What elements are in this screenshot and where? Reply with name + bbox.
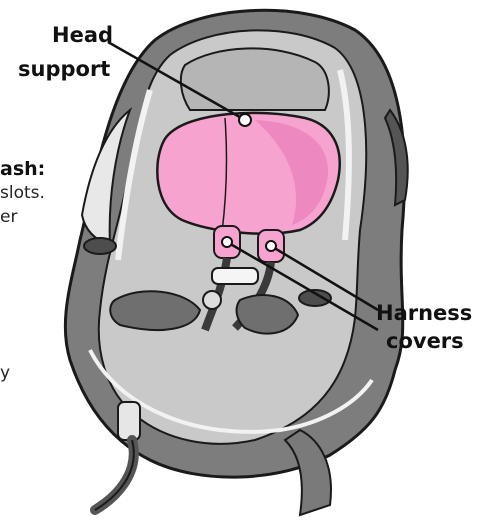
leader-dot-harness-right xyxy=(266,241,276,251)
headrest-top xyxy=(181,48,329,110)
chest-clip xyxy=(212,268,258,284)
fragment-slots: slots. xyxy=(0,182,45,204)
fragment-wash-heading: ash: xyxy=(0,158,45,180)
belt-loop xyxy=(118,402,140,440)
label-covers: covers xyxy=(386,328,464,354)
fragment-er: er xyxy=(0,206,17,228)
label-harness: Harness xyxy=(376,300,472,326)
buckle xyxy=(203,291,221,309)
fragment-y: y xyxy=(0,362,10,384)
leader-dot-harness-left xyxy=(222,237,232,247)
label-support: support xyxy=(18,56,110,82)
cup-holder-left xyxy=(84,238,116,254)
label-head: Head xyxy=(52,22,113,48)
leader-dot-head xyxy=(239,114,251,126)
